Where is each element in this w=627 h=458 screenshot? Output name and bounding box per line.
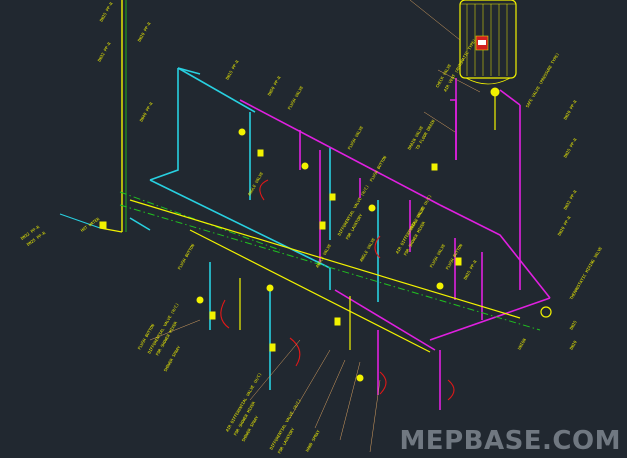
distribution-pipe bbox=[129, 90, 521, 353]
centerline bbox=[119, 191, 541, 331]
label-fixture-4: FLUSH BUTTON bbox=[445, 242, 464, 270]
label-safe-valve: SAFE VALVE (PRESSURE TYPE) bbox=[525, 52, 561, 109]
label-center-1: AIR DIFFERENTIAL VALVE (H/C) bbox=[395, 194, 433, 255]
valve-markers bbox=[99, 87, 552, 382]
label-fixture-2: FLUSH VALVE bbox=[347, 125, 365, 151]
label-fixture-3: FLUSH BUTTON bbox=[177, 242, 196, 270]
hot-water-pipe-network bbox=[239, 78, 551, 410]
hot-water-tank bbox=[459, 0, 517, 85]
label-pipe-1: DN25 PP-R bbox=[99, 1, 114, 23]
label-right-6: DN20 bbox=[569, 339, 578, 350]
label-right-2: DN25 PP-R bbox=[563, 137, 578, 159]
label-right-3: DN20 PP-R bbox=[563, 99, 578, 121]
label-right-7: UNION bbox=[517, 337, 528, 350]
leader-lines bbox=[149, 0, 481, 453]
watermark-text: MEPBASE.COM bbox=[399, 426, 621, 456]
label-pipe-6: DN50 PP-R bbox=[267, 75, 282, 97]
label-pipe-8: DN20 PP-R bbox=[557, 215, 572, 237]
label-pipe-4: DN40 PP-R bbox=[139, 101, 154, 123]
label-pipe-5: DN15 PP-R bbox=[225, 59, 240, 81]
main-supply-riser bbox=[59, 0, 127, 233]
label-center-5: ANGLE VALVE bbox=[359, 237, 377, 263]
label-center-6: FLUSH VALVE bbox=[429, 243, 447, 269]
label-pipe-7: DN25 PP-R bbox=[463, 259, 478, 281]
label-left-3: HOT WATER bbox=[80, 216, 101, 233]
label-right-4: THERMOSTATIC MIXING VALVE bbox=[569, 245, 604, 300]
label-fixture-1: FLUSH VALVE bbox=[287, 85, 305, 111]
label-lower-center-6: HAND SPRAY bbox=[305, 429, 322, 453]
label-lower-left-4: SHOWER SPRAY bbox=[163, 344, 182, 372]
flexible-hoses bbox=[220, 179, 455, 401]
label-pipe-2: DN20 PP-R bbox=[137, 21, 152, 43]
label-right-5: DN25 bbox=[569, 319, 578, 330]
label-right-1: DN32 PP-R bbox=[563, 189, 578, 211]
label-pipe-3: DN32 PP-R bbox=[97, 41, 112, 63]
